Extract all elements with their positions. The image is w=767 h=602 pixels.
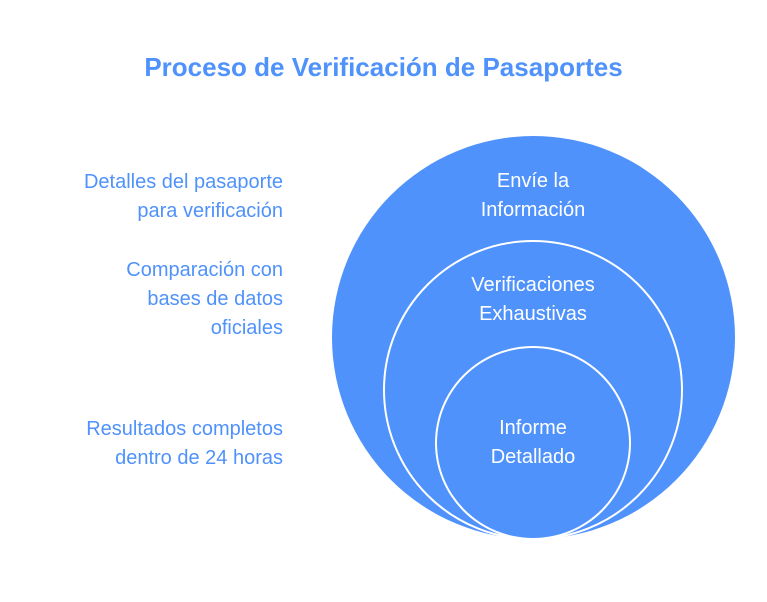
circle-inner-text: Informe Detallado	[490, 417, 576, 468]
circle-middle-text: Verificaciones Exhaustivas	[471, 274, 595, 325]
circle-inner	[435, 346, 631, 540]
diagram-title: Proceso de Verificación de Pasaportes	[144, 52, 623, 82]
label-passport-details: Detalles del pasaporte para verificación	[83, 171, 283, 222]
label-results-24h: Resultados completos dentro de 24 horas	[86, 418, 283, 469]
circle-outer-text: Envíe la Información	[480, 170, 586, 221]
label-database-comparison: Comparación con bases de datos oficiales	[126, 259, 283, 339]
